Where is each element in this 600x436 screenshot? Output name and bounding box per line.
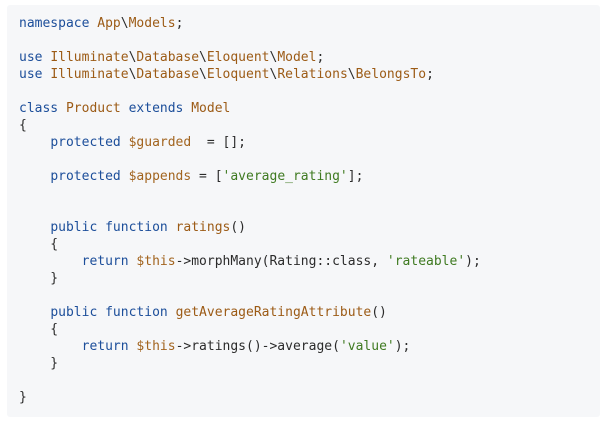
code-token: $guarded bbox=[128, 135, 192, 150]
code-token: { bbox=[19, 118, 27, 133]
code-line-average-open-brace: { bbox=[19, 321, 58, 338]
code-token: \ bbox=[120, 16, 129, 31]
code-token: = []; bbox=[191, 135, 247, 150]
code-token: \ bbox=[269, 50, 278, 65]
code-token bbox=[19, 220, 50, 235]
code-token: extends bbox=[128, 101, 192, 116]
code-token: Illuminate bbox=[50, 67, 129, 82]
code-token: Relations bbox=[277, 67, 348, 82]
code-token bbox=[19, 169, 50, 184]
code-token: $this bbox=[136, 339, 176, 354]
code-token: Product bbox=[65, 101, 129, 116]
code-line-ratings-return: return $this->morphMany(Rating::class, '… bbox=[19, 253, 481, 270]
code-token: Eloquent bbox=[206, 50, 270, 65]
code-token: getAverageRatingAttribute bbox=[175, 305, 372, 320]
code-token: ->morphMany(Rating::class, bbox=[175, 254, 387, 269]
code-line-average-return: return $this->ratings()->average('value'… bbox=[19, 338, 411, 355]
code-token: BelongsTo bbox=[355, 67, 427, 82]
code-token: ); bbox=[394, 339, 411, 354]
code-token bbox=[19, 135, 50, 150]
code-token: protected bbox=[50, 135, 129, 150]
code-token bbox=[19, 339, 82, 354]
code-token: Models bbox=[128, 16, 176, 31]
code-line-appends: protected $appends = ['average_rating']; bbox=[19, 168, 363, 185]
code-token: \ bbox=[269, 67, 278, 82]
code-token: ->ratings()->average( bbox=[175, 339, 340, 354]
code-token: ; bbox=[426, 67, 434, 82]
code-token: Eloquent bbox=[206, 67, 270, 82]
code-token: } bbox=[19, 271, 59, 286]
code-token: function bbox=[105, 220, 176, 235]
code-token: \ bbox=[199, 67, 207, 82]
code-token: $this bbox=[136, 254, 176, 269]
code-token: class bbox=[19, 101, 66, 116]
code-token: Model bbox=[277, 50, 317, 65]
code-token: = [ bbox=[191, 169, 223, 184]
code-token: 'value' bbox=[339, 339, 395, 354]
code-line-ratings-close-brace: } bbox=[19, 270, 58, 287]
code-line-class-declaration: class Product extends Model bbox=[19, 100, 230, 117]
code-token: return bbox=[81, 254, 137, 269]
code-token: \ bbox=[128, 50, 137, 65]
code-token: 'rateable' bbox=[386, 254, 466, 269]
code-token: Database bbox=[136, 50, 200, 65]
code-token: ); bbox=[465, 254, 481, 269]
code-line-average-function: public function getAverageRatingAttribut… bbox=[19, 304, 387, 321]
code-line-class-close-brace: } bbox=[19, 389, 27, 406]
code-token: use bbox=[19, 50, 51, 65]
code-token: } bbox=[19, 356, 59, 371]
code-token: Model bbox=[191, 101, 231, 116]
code-token: use bbox=[19, 67, 51, 82]
code-line-ratings-function: public function ratings() bbox=[19, 219, 246, 236]
code-token: } bbox=[19, 390, 27, 405]
code-token: $appends bbox=[128, 169, 192, 184]
code-line-guarded: protected $guarded = []; bbox=[19, 134, 246, 151]
code-token: ratings bbox=[175, 220, 231, 235]
code-line-ratings-open-brace: { bbox=[19, 236, 58, 253]
code-line-namespace: namespace App\Models; bbox=[19, 15, 183, 32]
code-token: ]; bbox=[347, 169, 364, 184]
code-token: namespace bbox=[19, 16, 98, 31]
code-line-use-model: use Illuminate\Database\Eloquent\Model; bbox=[19, 49, 324, 66]
code-token: public bbox=[50, 305, 106, 320]
code-line-class-open-brace: { bbox=[19, 117, 27, 134]
code-token: return bbox=[81, 339, 137, 354]
code-line-average-close-brace: } bbox=[19, 355, 58, 372]
code-token: ; bbox=[175, 16, 184, 31]
code-token: protected bbox=[50, 169, 129, 184]
code-token: { bbox=[19, 237, 59, 252]
code-token: () bbox=[230, 220, 247, 235]
code-token: { bbox=[19, 322, 59, 337]
code-token: \ bbox=[199, 50, 207, 65]
code-token: 'average_rating' bbox=[222, 169, 348, 184]
code-block: namespace App\Models; use Illuminate\Dat… bbox=[7, 5, 600, 417]
code-line-use-belongsto: use Illuminate\Database\Eloquent\Relatio… bbox=[19, 66, 434, 83]
code-token: ; bbox=[316, 50, 325, 65]
code-token: () bbox=[371, 305, 387, 320]
code-token: App bbox=[97, 16, 121, 31]
code-token: \ bbox=[128, 67, 137, 82]
code-token: \ bbox=[347, 67, 356, 82]
code-token bbox=[19, 305, 50, 320]
code-token: Database bbox=[136, 67, 200, 82]
code-token bbox=[19, 254, 82, 269]
code-token: function bbox=[105, 305, 176, 320]
code-token: public bbox=[50, 220, 106, 235]
code-token: Illuminate bbox=[50, 50, 129, 65]
